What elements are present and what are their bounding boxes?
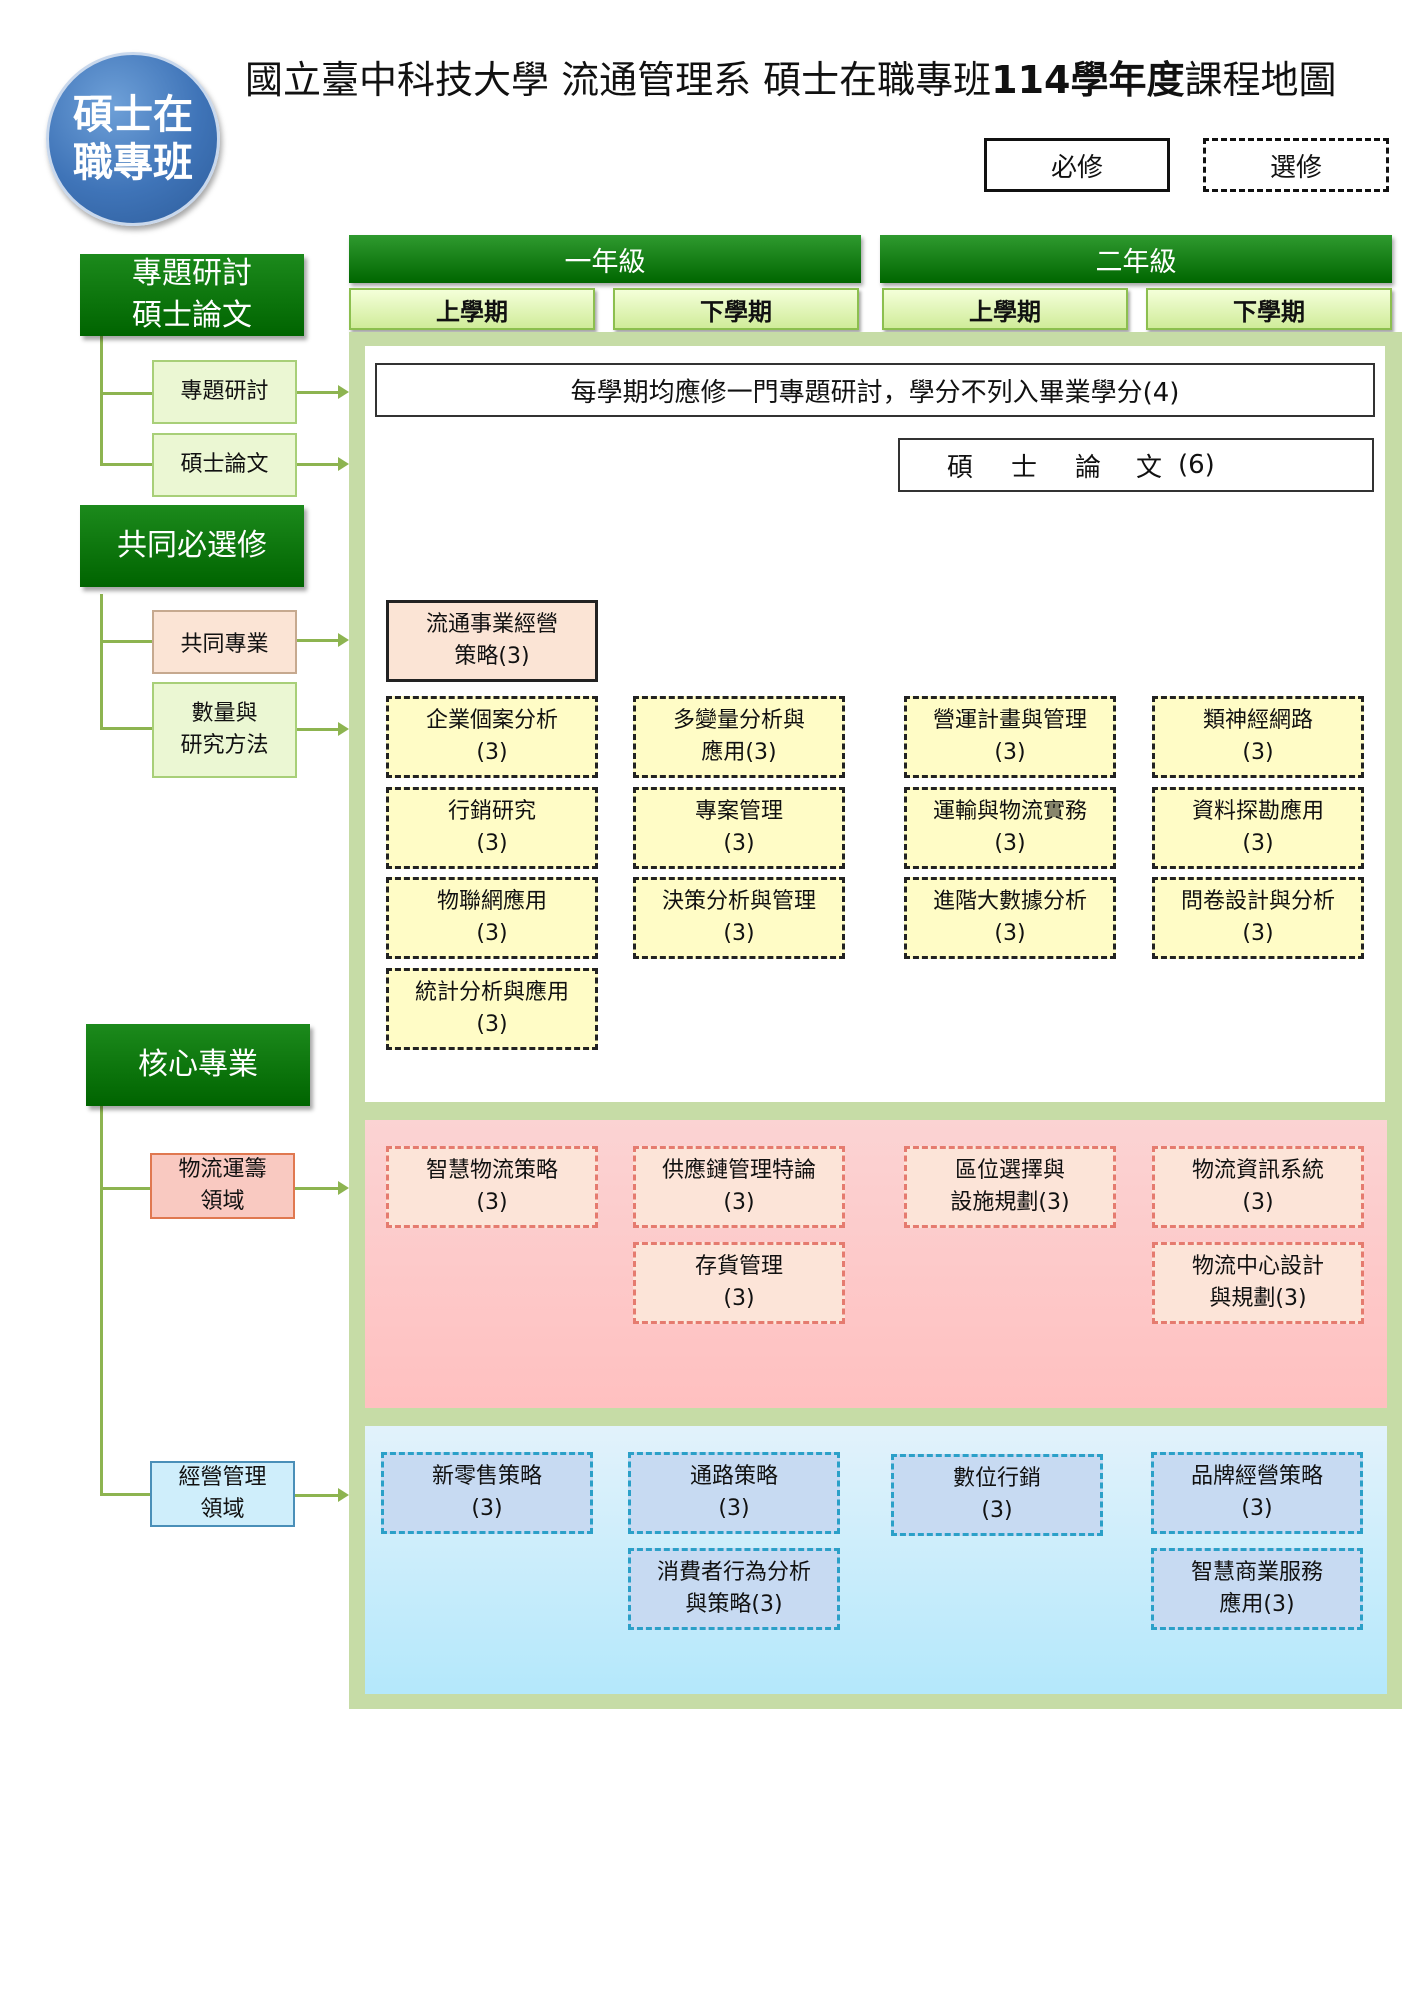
thesis-char: 文: [1135, 452, 1162, 483]
course-box: 決策分析與管理 (3): [633, 877, 845, 959]
category-logistics: 物流運籌 領域: [150, 1153, 295, 1219]
course-box: 多變量分析與 應用(3): [633, 696, 845, 778]
course-box: 新零售策略 (3): [381, 1452, 593, 1534]
semester-header: 上學期: [882, 288, 1128, 330]
arrow-right-icon: [297, 722, 349, 736]
course-box: 專案管理 (3): [633, 787, 845, 869]
course-box: 物流中心設計 與規劃(3): [1152, 1242, 1364, 1324]
course-box: 企業個案分析 (3): [386, 696, 598, 778]
category-thesis: 碩士論文: [152, 433, 297, 497]
course-box: 統計分析與應用 (3): [386, 968, 598, 1050]
course-box: 消費者行為分析 與策略(3): [628, 1548, 840, 1630]
page-title: 國立臺中科技大學 流通管理系 碩士在職專班 114學年度課程地圖: [245, 48, 1395, 104]
legend-required: 必修: [984, 138, 1170, 192]
tree-line: [100, 1187, 150, 1190]
tree-line: [100, 594, 103, 730]
course-box: 通路策略 (3): [628, 1452, 840, 1534]
tree-line: [100, 335, 103, 465]
tree-line: [100, 727, 152, 730]
category-quantitative-methods: 數量與 研究方法: [152, 682, 297, 778]
course-box: 流通事業經營 策略(3): [386, 600, 598, 682]
tree-line: [100, 463, 152, 466]
course-box: 區位選擇與 設施規劃(3): [904, 1146, 1116, 1228]
tree-line: [100, 1493, 150, 1496]
legend-elective: 選修: [1203, 138, 1389, 192]
thesis-char: 士: [1010, 452, 1037, 483]
arrow-right-icon: [297, 633, 349, 647]
thesis-char: 碩: [946, 452, 973, 483]
course-box: 進階大數據分析 (3): [904, 877, 1116, 959]
category-seminar-thesis: 專題研討 碩士論文: [80, 254, 304, 336]
category-common: 共同必選修: [80, 505, 304, 587]
thesis-bar: 碩 士 論 文 (6): [898, 438, 1374, 492]
thesis-char: 論: [1074, 452, 1101, 483]
year1-header: 一年級: [349, 235, 861, 283]
semester-header: 下學期: [613, 288, 859, 330]
course-box: 智慧商業服務 應用(3): [1151, 1548, 1363, 1630]
arrow-right-icon: [297, 457, 349, 471]
year2-header: 二年級: [880, 235, 1392, 283]
badge-text: 碩士在職專班: [73, 92, 193, 186]
tree-line: [100, 392, 152, 395]
thesis-credits: (6): [1178, 450, 1215, 480]
arrow-right-icon: [295, 1181, 349, 1195]
course-box: 品牌經營策略 (3): [1151, 1452, 1363, 1534]
course-box: 類神經網路 (3): [1152, 696, 1364, 778]
category-common-professional: 共同專業: [152, 610, 297, 674]
course-box: 數位行銷 (3): [891, 1454, 1103, 1536]
category-seminar: 專題研討: [152, 360, 297, 424]
program-badge: 碩士在職專班: [46, 52, 220, 226]
arrow-right-icon: [297, 385, 349, 399]
tree-line: [100, 640, 152, 643]
course-box: 運輸與物流實務 (3): [904, 787, 1116, 869]
semester-header: 下學期: [1146, 288, 1392, 330]
title-part2: 課程地圖: [1184, 57, 1337, 102]
tree-line: [100, 1106, 103, 1496]
title-year: 114學年度: [991, 57, 1185, 102]
category-business: 經營管理 領域: [150, 1461, 295, 1527]
course-box: 資料探勘應用 (3): [1152, 787, 1364, 869]
course-box: 存貨管理 (3): [633, 1242, 845, 1324]
course-box: 行銷研究 (3): [386, 787, 598, 869]
course-box: 物流資訊系統 (3): [1152, 1146, 1364, 1228]
course-box: 供應鏈管理特論 (3): [633, 1146, 845, 1228]
category-core: 核心專業: [86, 1024, 310, 1106]
course-box: 問卷設計與分析 (3): [1152, 877, 1364, 959]
seminar-notice: 每學期均應修一門專題研討，學分不列入畢業學分(4): [375, 363, 1375, 417]
arrow-right-icon: [295, 1488, 349, 1502]
course-box: 物聯網應用 (3): [386, 877, 598, 959]
course-box: 智慧物流策略 (3): [386, 1146, 598, 1228]
title-part1: 國立臺中科技大學 流通管理系 碩士在職專班: [245, 57, 992, 102]
semester-header: 上學期: [349, 288, 595, 330]
course-box: 營運計畫與管理 (3): [904, 696, 1116, 778]
